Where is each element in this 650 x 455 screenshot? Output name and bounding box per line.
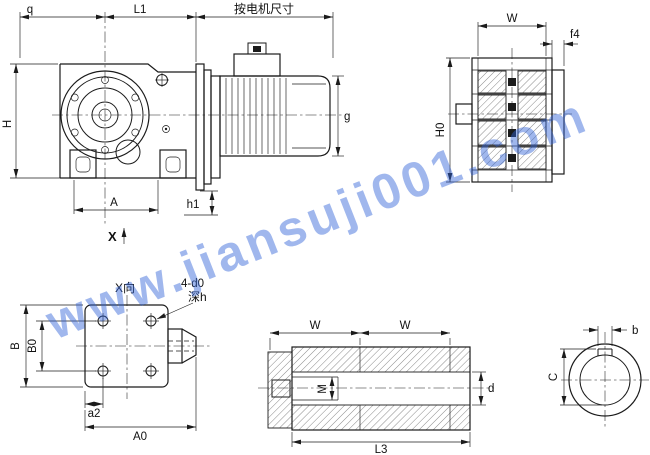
dim-label-f4: f4 — [570, 29, 580, 41]
dim-label-4-d0: 4-d0 — [181, 278, 204, 290]
dim-label-L3: L3 — [375, 444, 388, 455]
motor-cooling-fins — [225, 78, 287, 154]
motor — [219, 42, 331, 157]
dim-label-B: B — [10, 342, 22, 350]
dimension-M: M — [317, 377, 335, 400]
output-shaft-stub — [455, 103, 473, 125]
keyway — [597, 348, 613, 356]
dim-label-H0: H0 — [435, 123, 447, 138]
side-view-body — [455, 57, 565, 183]
bore-section-view: b C — [548, 325, 649, 428]
dim-label-C: C — [548, 373, 560, 381]
rear-flange-plate — [551, 69, 565, 175]
view-direction-X: X — [108, 228, 127, 244]
dim-label-W-side: W — [507, 13, 518, 25]
hub-outer-circle — [568, 343, 642, 417]
output-flange-outer-circle — [60, 70, 150, 160]
dimension-g: g — [332, 75, 350, 157]
dim-label-M: M — [317, 384, 329, 394]
dimension-A0: A0 — [84, 357, 197, 443]
shaft-taper — [181, 328, 197, 364]
dimension-h1: h1 — [184, 190, 218, 216]
dim-label-B0: B0 — [27, 339, 39, 353]
dim-label-q: q — [27, 4, 33, 16]
x-view-title: X向 — [115, 280, 135, 295]
end-plug — [271, 379, 291, 398]
dim-label-a2: a2 — [88, 408, 101, 420]
dim-label-A0: A0 — [133, 431, 147, 443]
dimension-b: b — [583, 325, 638, 346]
motor-body — [219, 75, 331, 157]
internal-thread — [292, 376, 339, 401]
dimension-a2: a2 — [84, 378, 104, 420]
x-direction-view: X向 4-d0 深h B B0 a2 — [10, 278, 212, 443]
bolt-section — [508, 78, 516, 86]
dim-label-L1: L1 — [134, 4, 147, 16]
bore-inner-circle — [579, 354, 631, 406]
dimension-B: B — [10, 304, 83, 388]
gearbox-housing — [59, 63, 196, 179]
dimension-B0: B0 — [27, 320, 96, 372]
motor-adapter-flange — [195, 63, 221, 191]
dim-label-motor-size: 按电机尺寸 — [234, 2, 294, 16]
dim-label-d: d — [488, 383, 494, 395]
dimension-L3: L3 — [291, 432, 471, 455]
dim-label-depth-h: 深h — [188, 290, 207, 304]
dimension-H0: H0 — [435, 57, 470, 183]
dimension-f4: f4 — [540, 29, 580, 66]
side-view: W f4 H0 — [435, 13, 580, 192]
dim-label-b: b — [632, 325, 638, 337]
flange-bolt-holes — [70, 76, 140, 154]
mounting-foot-left — [69, 149, 97, 179]
shaft-neck — [167, 328, 183, 364]
view-marker-X-label: X — [108, 229, 117, 244]
hollow-shaft-section-view: W W M d L3 — [258, 320, 494, 455]
housing-top-bolt — [155, 73, 169, 87]
dimension-H: H — [2, 63, 66, 179]
dim-label-h1: h1 — [187, 199, 200, 211]
oil-plug — [162, 125, 170, 133]
dimension-W-side: W — [477, 13, 547, 56]
dim-label-H: H — [2, 120, 14, 128]
shaft-section-body — [267, 346, 471, 431]
dim-label-W2: W — [400, 320, 411, 332]
hole-callout: 4-d0 深h — [156, 278, 207, 320]
plate-bolt-holes — [95, 313, 159, 379]
watermark-text: www.jiansuji001.com — [38, 87, 596, 351]
bore-circles — [568, 343, 642, 417]
dimension-W1-W2: W W — [269, 320, 451, 350]
dimension-C: C — [548, 348, 602, 406]
x-view-plate — [84, 304, 197, 388]
dimension-A: A — [73, 180, 159, 214]
top-dimension-chain: q L1 按电机尺寸 — [19, 2, 334, 62]
main-assembly-view: q L1 按电机尺寸 H A h1 — [2, 2, 350, 244]
dim-label-A: A — [110, 197, 118, 209]
mounting-foot-right — [159, 149, 187, 179]
motor-terminal-box — [233, 53, 281, 77]
bottom-boss-circle — [115, 139, 141, 165]
dim-label-W1: W — [310, 320, 321, 332]
dim-label-g: g — [344, 111, 350, 123]
dimension-d: d — [472, 371, 494, 406]
